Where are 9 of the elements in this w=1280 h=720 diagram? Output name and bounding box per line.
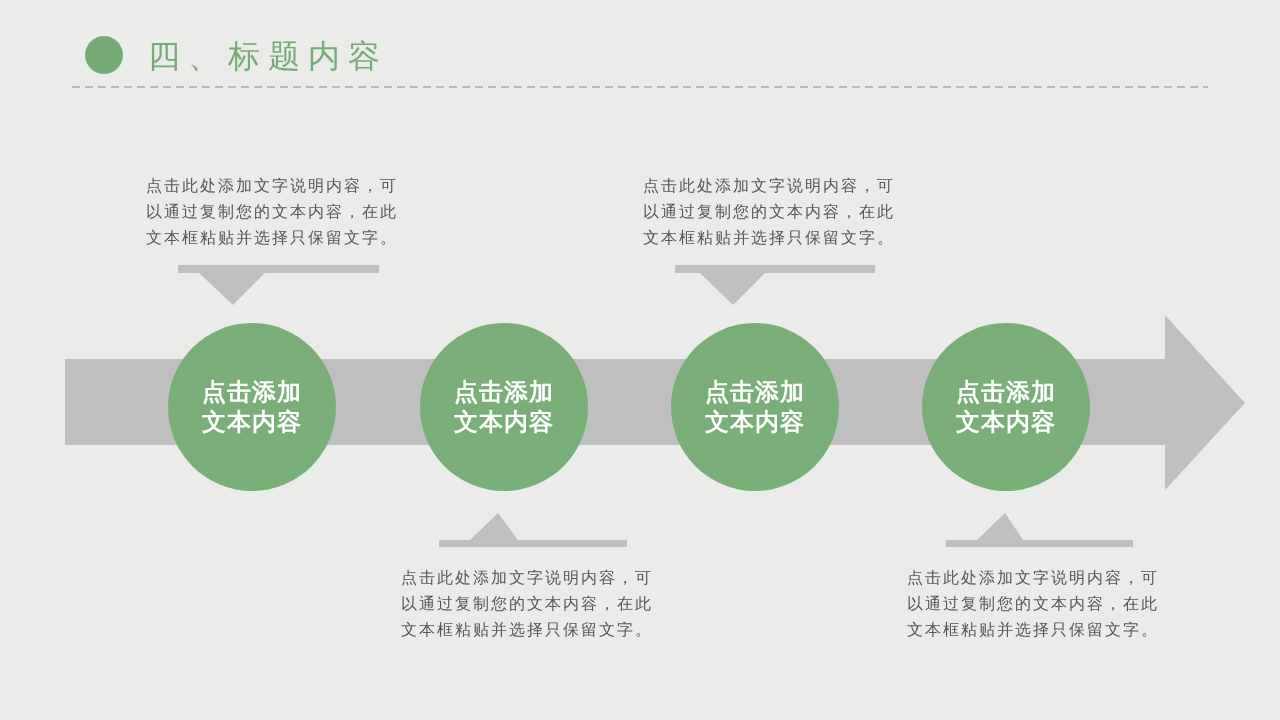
slide-title: 四、标题内容 <box>148 37 388 76</box>
step-label: 点击添加文本内容 <box>201 378 303 437</box>
description-text: 点击此处添加文字说明内容，可以通过复制您的文本内容，在此文本框粘贴并选择只保留文字。 <box>643 176 896 248</box>
step-label: 点击添加文本内容 <box>955 378 1057 437</box>
description-text: 点击此处添加文字说明内容，可以通过复制您的文本内容，在此文本框粘贴并选择只保留文字。 <box>907 568 1160 640</box>
step-label: 点击添加文本内容 <box>453 378 555 437</box>
description-text: 点击此处添加文字说明内容，可以通过复制您的文本内容，在此文本框粘贴并选择只保留文字。 <box>401 568 654 640</box>
step-label: 点击添加文本内容 <box>704 378 806 437</box>
description-text: 点击此处添加文字说明内容，可以通过复制您的文本内容，在此文本框粘贴并选择只保留文字。 <box>146 176 399 248</box>
